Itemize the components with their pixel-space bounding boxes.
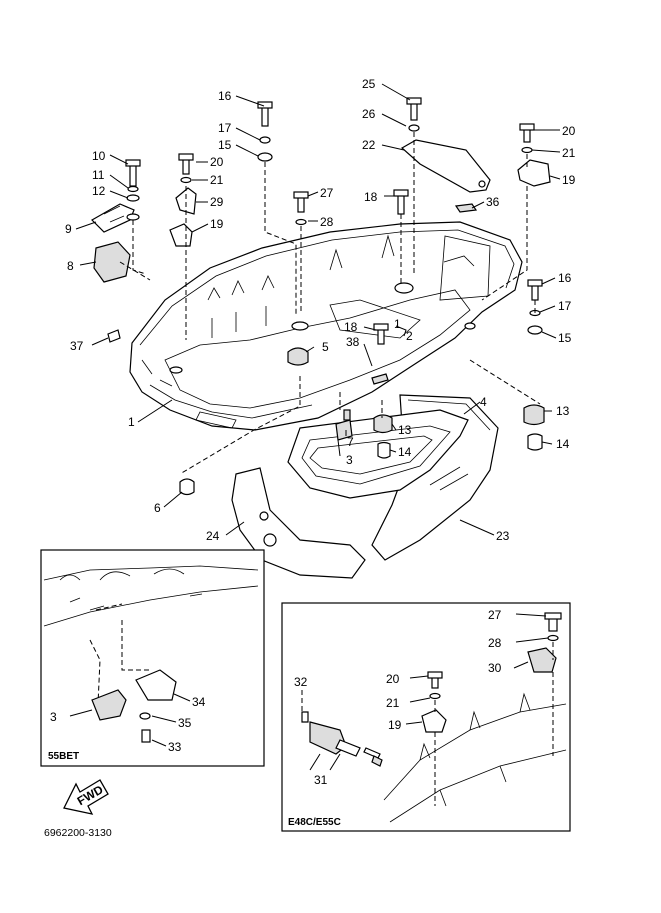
callout-1: 1 <box>394 317 401 331</box>
callout-29: 29 <box>210 195 224 209</box>
inset-callout-3: 3 <box>50 710 57 724</box>
labels <box>107 323 389 385</box>
callout-19-mid: 19 <box>210 217 224 231</box>
callout-17-top: 17 <box>218 121 232 135</box>
callout-13-right: 13 <box>556 404 570 418</box>
callout-1-bottom: 1 <box>128 415 135 429</box>
callout-16-top: 16 <box>218 89 232 103</box>
callout-17-right: 17 <box>558 299 572 313</box>
callout-25: 25 <box>362 77 376 91</box>
callout-8: 8 <box>67 259 74 273</box>
leader-lines <box>75 83 561 536</box>
callout-10: 10 <box>92 149 106 163</box>
inset-callout-33: 33 <box>168 740 182 754</box>
e-callout-31: 31 <box>314 773 328 787</box>
e-callout-28: 28 <box>488 636 502 650</box>
callout-20-right: 20 <box>562 124 576 138</box>
center-left-small-parts <box>169 101 309 247</box>
e-callout-19: 19 <box>388 718 402 732</box>
callout-21-right: 21 <box>562 146 576 160</box>
inset-55bet: 34 35 33 3 55BET <box>40 549 265 767</box>
callout-38: 38 <box>346 335 360 349</box>
callout-numbers: 16 17 15 10 11 12 9 8 20 21 29 19 27 28 … <box>65 77 576 543</box>
callout-3: 3 <box>346 453 353 467</box>
callout-7: 7 <box>347 435 354 449</box>
callout-27: 27 <box>320 186 334 200</box>
e-callout-30: 30 <box>488 661 502 675</box>
diagram-code: 6962200-3130 <box>44 827 112 839</box>
callout-2: 2 <box>406 329 413 343</box>
callout-15-top: 15 <box>218 138 232 152</box>
inset-55bet-title: 55BET <box>48 751 79 762</box>
lower-cover-24 <box>231 467 366 579</box>
callout-6: 6 <box>154 501 161 515</box>
callout-14-right: 14 <box>556 437 570 451</box>
callout-14-mid: 14 <box>398 445 412 459</box>
e-callout-32: 32 <box>294 675 308 689</box>
left-small-parts <box>91 159 141 283</box>
inset-callout-35: 35 <box>178 716 192 730</box>
callout-9: 9 <box>65 222 72 236</box>
callout-36: 36 <box>486 195 500 209</box>
callout-20-mid: 20 <box>210 155 224 169</box>
callout-18-top: 18 <box>364 190 378 204</box>
inset-e48c-e55c: 27 28 30 20 21 19 32 31 E48C/E55C <box>281 602 571 832</box>
plate-22-and-bolts <box>393 97 491 215</box>
callout-13-mid: 13 <box>398 423 412 437</box>
fwd-arrow-icon: FWD <box>63 779 109 815</box>
callout-26: 26 <box>362 107 376 121</box>
e-callout-21: 21 <box>386 696 400 710</box>
callout-21-mid: 21 <box>210 173 224 187</box>
e-callout-20: 20 <box>386 672 400 686</box>
right-small-parts <box>517 123 551 335</box>
callout-12: 12 <box>92 184 106 198</box>
grommets <box>179 347 545 496</box>
callout-37: 37 <box>70 339 84 353</box>
callout-15-right: 15 <box>558 331 572 345</box>
callout-23: 23 <box>496 529 510 543</box>
callout-19-right: 19 <box>562 173 576 187</box>
callout-28: 28 <box>320 215 334 229</box>
callout-5: 5 <box>322 340 329 354</box>
e-callout-27: 27 <box>488 608 502 622</box>
guide-lines <box>119 132 541 475</box>
inset-callout-34: 34 <box>192 695 206 709</box>
callout-11: 11 <box>92 168 105 182</box>
inset-e48c-title: E48C/E55C <box>288 817 341 828</box>
callout-22: 22 <box>362 138 376 152</box>
callout-16-right: 16 <box>558 271 572 285</box>
callout-24: 24 <box>206 529 220 543</box>
callout-18-mid: 18 <box>344 320 358 334</box>
callout-4: 4 <box>480 395 487 409</box>
